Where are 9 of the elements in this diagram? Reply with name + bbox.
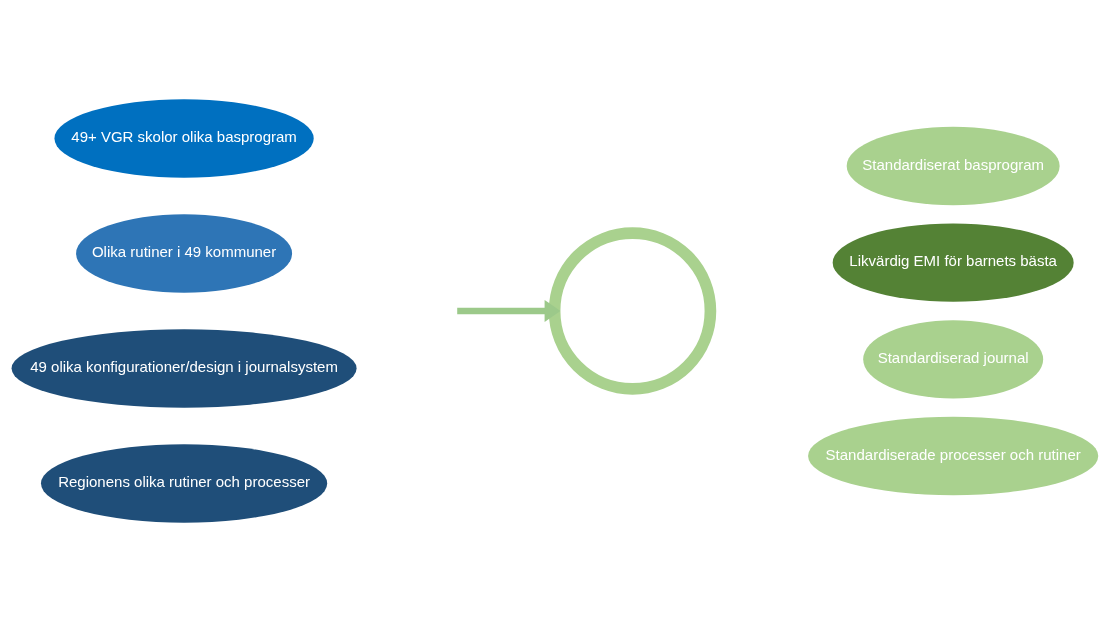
node-ellipse: Likvärdig EMI för barnets bästa — [832, 223, 1074, 302]
node-ellipse: Regionens olika rutiner och processer — [40, 443, 328, 523]
node-ellipse: Olika rutiner i 49 kommuner — [76, 213, 293, 293]
node-ellipse: Standardiserat basprogram — [846, 126, 1060, 205]
node-ellipse: Standardiserade processer och rutiner — [808, 416, 1099, 495]
node-ellipse: 49 olika konfigurationer/design i journalsystem — [11, 328, 357, 408]
node-ellipse: Standardiserad journal — [863, 319, 1044, 398]
node-ellipse: 49+ VGR skolor olika basprogram — [54, 98, 314, 178]
node-circle — [548, 226, 717, 395]
